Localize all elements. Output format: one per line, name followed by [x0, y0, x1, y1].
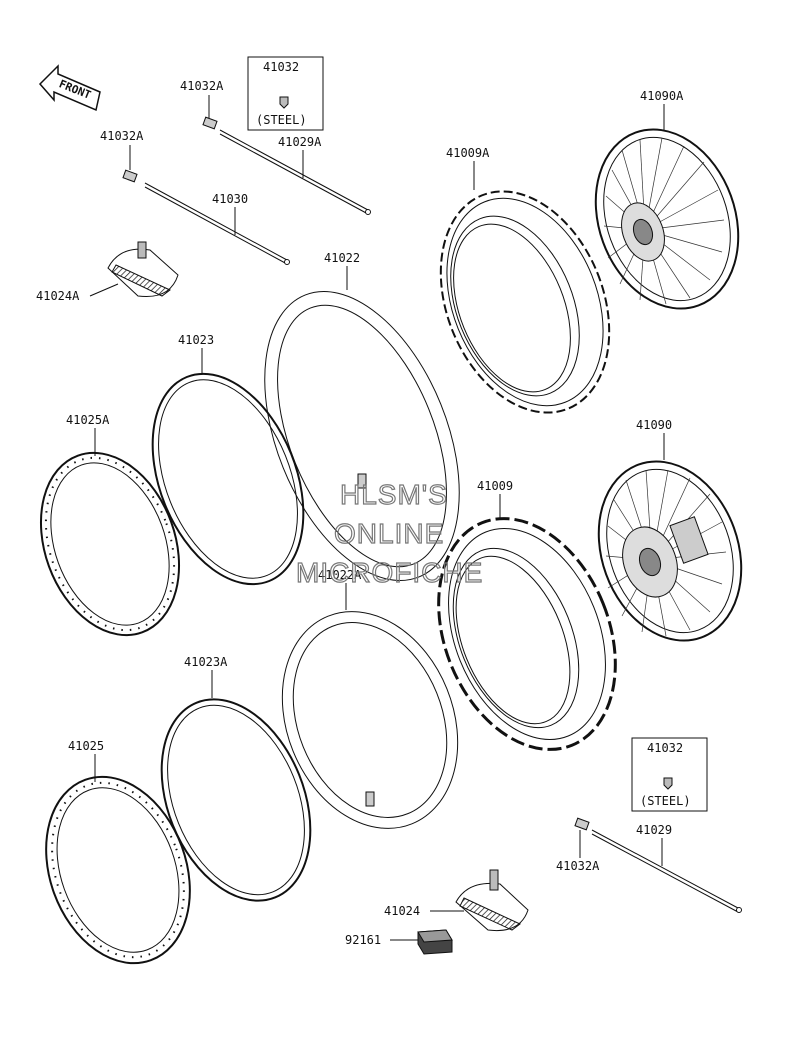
- part-label-41023A: 41023A: [184, 655, 228, 669]
- part-label-41024: 41024: [384, 904, 420, 918]
- rim-band-41023: 41023: [151, 333, 305, 586]
- part-label-41009: 41009: [477, 479, 513, 493]
- nipple-41032A-left: 41032A: [100, 129, 290, 265]
- front-arrow-icon: FRONT: [38, 64, 101, 112]
- rim-41025: 41025: [45, 739, 191, 965]
- tube-41022A: 41022A: [281, 568, 459, 829]
- part-label-41025A: 41025A: [66, 413, 110, 427]
- part-label-41090: 41090: [636, 418, 672, 432]
- callout-box-41032-top: 41032 (STEEL): [247, 56, 324, 131]
- rim-lock-41024A: 41024A: [36, 241, 179, 303]
- part-label-92161: 92161: [345, 933, 381, 947]
- steel-label-top: (STEEL): [256, 113, 307, 127]
- part-label-41009A: 41009A: [446, 146, 490, 160]
- part-label-41032A-1: 41032A: [180, 79, 224, 93]
- part-label-41032A-3: 41032A: [556, 859, 600, 873]
- part-label-41090A: 41090A: [640, 89, 684, 103]
- watermark-line-1: HLSM'S: [340, 479, 448, 510]
- part-label-41024A: 41024A: [36, 289, 80, 303]
- part-label-41025: 41025: [68, 739, 104, 753]
- tire-41009: 41009: [437, 479, 617, 751]
- part-label-41030: 41030: [212, 192, 248, 206]
- watermark: HLSM'S ONLINE MICROFICHE: [295, 478, 483, 588]
- part-label-41022A: 41022A: [318, 568, 362, 582]
- watermark-line-3: MICROFICHE: [296, 557, 483, 588]
- tube-41022: 41022: [264, 251, 460, 581]
- wheel-41090: 41090: [597, 418, 743, 642]
- part-label-41022: 41022: [324, 251, 360, 265]
- part-label-41029: 41029: [636, 823, 672, 837]
- part-label-41032A-2: 41032A: [100, 129, 144, 143]
- block-92161: 92161: [345, 929, 453, 955]
- rim-band-41023A: 41023A: [160, 655, 312, 902]
- wheel-41090A: 41090A: [594, 89, 740, 310]
- rim-41025A: 41025A: [39, 413, 181, 637]
- part-label-41032-top: 41032: [263, 60, 299, 74]
- part-label-41032-bottom: 41032: [647, 741, 683, 755]
- watermark-line-2: ONLINE: [334, 518, 444, 549]
- part-label-41023: 41023: [178, 333, 214, 347]
- callout-box-41032-bottom: 41032 (STEEL): [631, 737, 708, 812]
- steel-label-bottom: (STEEL): [640, 794, 691, 808]
- rim-lock-41024: 41024: [384, 869, 529, 932]
- tire-41009A: 41009A: [439, 146, 611, 414]
- part-label-41029A: 41029A: [278, 135, 322, 149]
- nipple-41032A-top: 41032A: [180, 79, 371, 215]
- spoke-41029: 41029 41032A: [556, 817, 742, 913]
